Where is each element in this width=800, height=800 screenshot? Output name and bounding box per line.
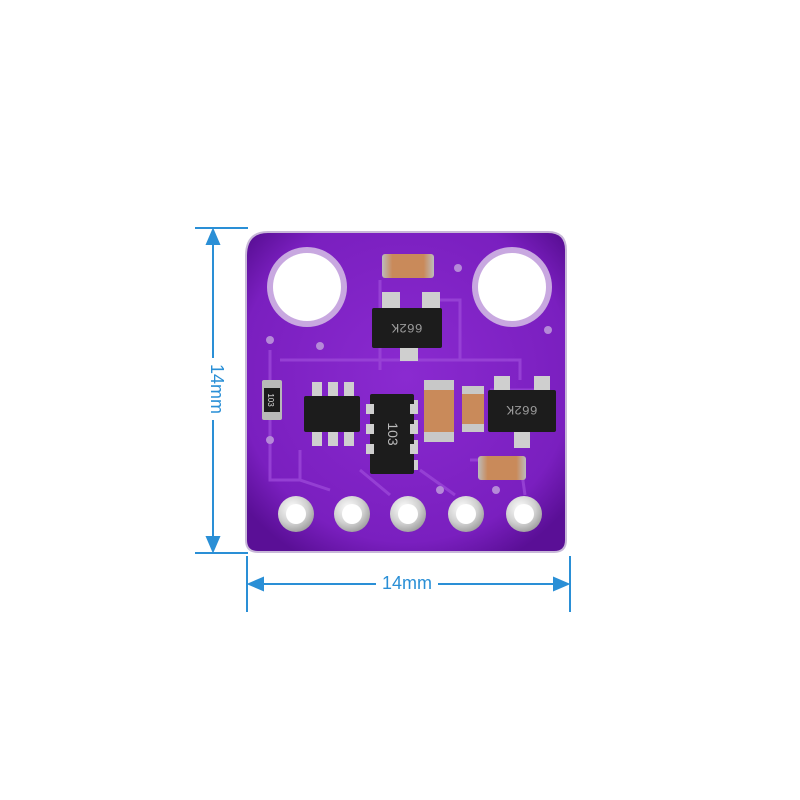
capacitor-top (382, 254, 434, 278)
pcb-board: 662K 103 (245, 231, 567, 553)
capacitor-middle (424, 380, 454, 442)
resistor-left: 103 (262, 380, 282, 420)
width-dimension-label: 14mm (376, 574, 439, 592)
regulator-top-marking: 662K (391, 320, 422, 335)
sensor-ic (304, 382, 360, 446)
capacitor-small (462, 386, 484, 432)
regulator-right: 662K (488, 376, 556, 448)
resistor-left-marking: 103 (266, 393, 275, 407)
resistor-array-marking: 103 (385, 422, 401, 446)
header-pins (278, 496, 542, 532)
resistor-array: 103 (366, 394, 418, 474)
regulator-right-marking: 662K (506, 402, 537, 417)
regulator-top: 662K (372, 292, 442, 361)
height-dimension-label: 14mm (207, 357, 227, 421)
capacitor-bottom (478, 456, 526, 480)
